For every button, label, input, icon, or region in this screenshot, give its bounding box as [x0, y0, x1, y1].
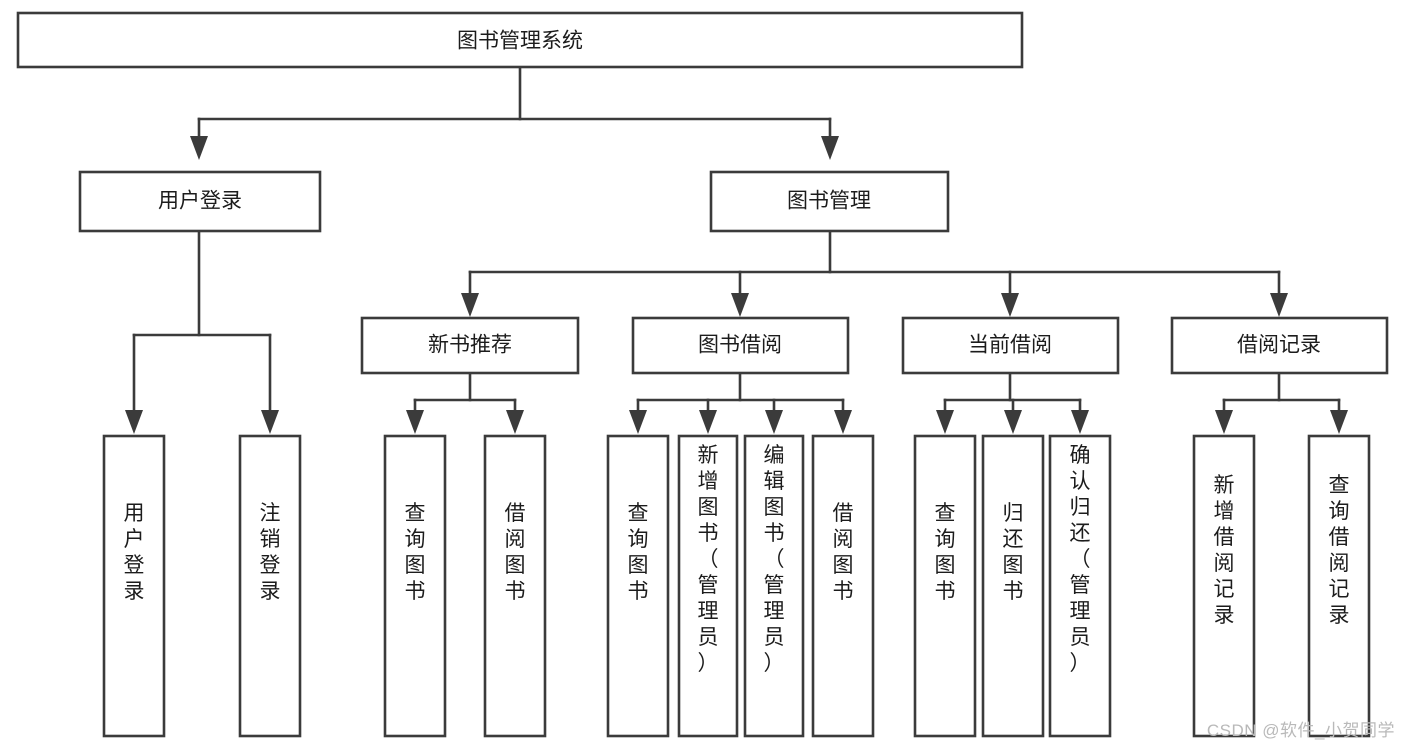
node-leaf-query-record-label: 查询借阅记录 — [1329, 474, 1350, 627]
node-leaf-borrow-book-2-label: 借阅图书 — [833, 502, 854, 603]
arrow-to-leaf-query-book-3 — [936, 410, 954, 434]
arrow-to-leaf-user-login — [125, 410, 143, 434]
arrow-to-leaf-edit-book — [765, 410, 783, 434]
watermark-text: CSDN @软件_小贺同学 — [1206, 721, 1395, 740]
node-leaf-add-book[interactable]: 新增图书（管理员） — [677, 434, 739, 738]
node-leaf-query-book-1-label: 查询图书 — [405, 502, 426, 603]
node-book-borrow-box[interactable] — [631, 316, 850, 375]
arrow-to-user-login — [190, 136, 208, 160]
node-leaf-borrow-book-2[interactable]: 借阅图书 — [811, 434, 875, 738]
node-leaf-query-book-3[interactable]: 查询图书 — [913, 434, 977, 738]
node-book-manage-label: 图书管理 — [787, 190, 871, 213]
arrow-to-borrow-record — [1270, 293, 1288, 317]
connectors — [125, 65, 1348, 434]
arrow-to-current-borrow — [1001, 293, 1019, 317]
node-current-borrow[interactable]: 当前借阅 — [901, 316, 1120, 375]
node-leaf-borrow-book-1-box[interactable] — [483, 434, 547, 738]
node-book-manage[interactable]: 图书管理 — [709, 170, 950, 233]
arrow-to-book-manage — [821, 136, 839, 160]
node-user-login[interactable]: 用户登录 — [78, 170, 322, 233]
node-leaf-edit-book-label: 编辑图书（管理员） — [764, 444, 785, 675]
node-root-box[interactable] — [16, 11, 1024, 69]
node-leaf-add-record[interactable]: 新增借阅记录 — [1192, 434, 1256, 738]
node-leaf-user-logout-label: 注销登录 — [260, 502, 281, 603]
arrow-to-leaf-query-book-2 — [629, 410, 647, 434]
node-leaf-user-logout-box[interactable] — [238, 434, 302, 738]
arrow-to-leaf-return-book — [1004, 410, 1022, 434]
arrow-to-leaf-borrow-book-1 — [506, 410, 524, 434]
node-leaf-query-book-2-label: 查询图书 — [628, 502, 649, 603]
node-leaf-query-record-box[interactable] — [1307, 434, 1371, 738]
node-leaf-query-book-3-label: 查询图书 — [935, 502, 956, 603]
node-book-manage-box[interactable] — [709, 170, 950, 233]
node-leaf-return-book-box[interactable] — [981, 434, 1045, 738]
node-root[interactable]: 图书管理系统 — [16, 11, 1024, 69]
node-book-borrow[interactable]: 图书借阅 — [631, 316, 850, 375]
node-leaf-confirm-return-label: 确认归还（管理员） — [1070, 444, 1091, 675]
node-user-login-box[interactable] — [78, 170, 322, 233]
node-leaf-query-book-2-box[interactable] — [606, 434, 670, 738]
node-leaf-query-book-1-box[interactable] — [383, 434, 447, 738]
node-new-book-recommend-box[interactable] — [360, 316, 580, 375]
arrow-to-leaf-query-record — [1330, 410, 1348, 434]
node-leaf-edit-book-box[interactable] — [743, 434, 805, 738]
node-leaf-add-book-label: 新增图书（管理员） — [698, 444, 719, 675]
node-book-borrow-label: 图书借阅 — [698, 334, 782, 357]
node-leaf-add-record-label: 新增借阅记录 — [1214, 474, 1235, 627]
node-leaf-borrow-book-1-label: 借阅图书 — [505, 502, 526, 603]
node-leaf-query-book-1[interactable]: 查询图书 — [383, 434, 447, 738]
node-leaf-confirm-return-box[interactable] — [1048, 434, 1112, 738]
node-leaf-borrow-book-1[interactable]: 借阅图书 — [483, 434, 547, 738]
node-leaf-borrow-book-2-box[interactable] — [811, 434, 875, 738]
arrow-to-leaf-confirm-return — [1071, 410, 1089, 434]
node-leaf-user-logout[interactable]: 注销登录 — [238, 434, 302, 738]
node-leaf-user-login-label: 用户登录 — [124, 502, 145, 603]
node-leaf-query-book-2[interactable]: 查询图书 — [606, 434, 670, 738]
node-leaf-user-login[interactable]: 用户登录 — [102, 434, 166, 738]
arrow-to-book-borrow — [731, 293, 749, 317]
arrow-to-leaf-add-book — [699, 410, 717, 434]
node-leaf-add-record-box[interactable] — [1192, 434, 1256, 738]
arrow-to-leaf-user-logout — [261, 410, 279, 434]
node-borrow-record[interactable]: 借阅记录 — [1170, 316, 1389, 375]
arrow-to-new-book-recommend — [461, 293, 479, 317]
node-leaf-return-book[interactable]: 归还图书 — [981, 434, 1045, 738]
node-current-borrow-label: 当前借阅 — [968, 334, 1052, 357]
node-user-login-label: 用户登录 — [158, 190, 242, 213]
node-leaf-edit-book[interactable]: 编辑图书（管理员） — [743, 434, 805, 738]
arrow-to-leaf-query-book-1 — [406, 410, 424, 434]
node-leaf-add-book-box[interactable] — [677, 434, 739, 738]
node-leaf-query-book-3-box[interactable] — [913, 434, 977, 738]
node-borrow-record-label: 借阅记录 — [1237, 334, 1321, 357]
node-leaf-user-login-box[interactable] — [102, 434, 166, 738]
node-current-borrow-box[interactable] — [901, 316, 1120, 375]
node-new-book-recommend[interactable]: 新书推荐 — [360, 316, 580, 375]
arrow-to-leaf-add-record — [1215, 410, 1233, 434]
arrow-to-leaf-borrow-book-2 — [834, 410, 852, 434]
node-root-label: 图书管理系统 — [457, 30, 583, 53]
node-new-book-recommend-label: 新书推荐 — [428, 334, 512, 357]
node-leaf-query-record[interactable]: 查询借阅记录 — [1307, 434, 1371, 738]
node-borrow-record-box[interactable] — [1170, 316, 1389, 375]
node-leaf-return-book-label: 归还图书 — [1003, 502, 1024, 603]
node-leaf-confirm-return[interactable]: 确认归还（管理员） — [1048, 434, 1112, 738]
